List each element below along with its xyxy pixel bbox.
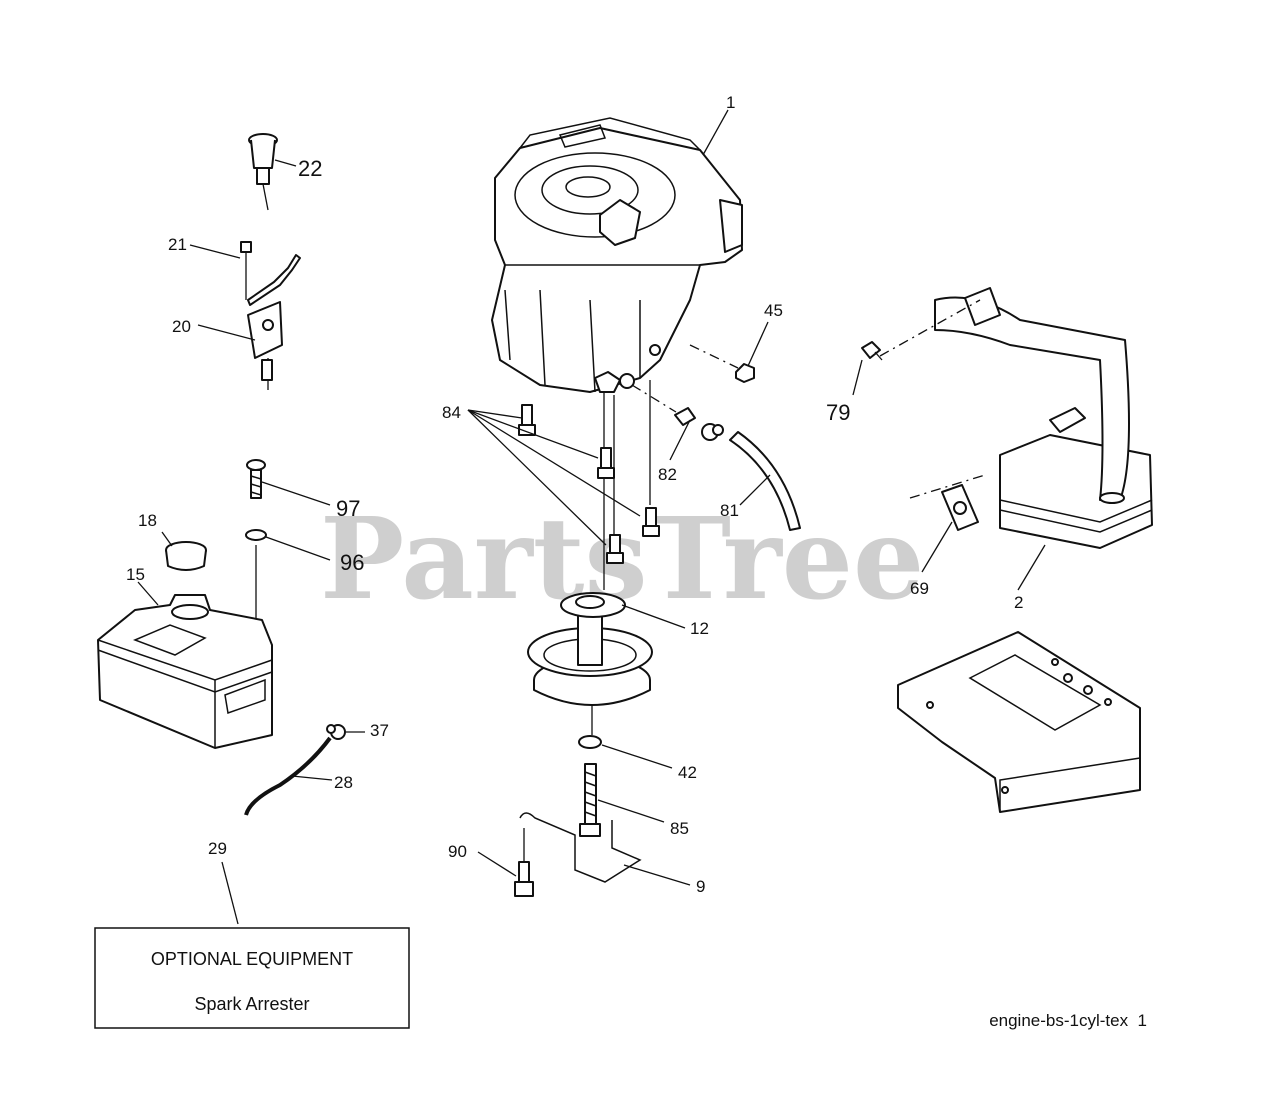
callout-81: 81 [720, 501, 739, 520]
callout-90: 90 [448, 842, 467, 861]
callout-2: 2 [1014, 593, 1023, 612]
callout-69: 69 [910, 579, 929, 598]
callout-15: 15 [126, 565, 145, 584]
callout-22: 22 [298, 156, 322, 181]
engine-part[interactable] [491, 117, 743, 393]
optional-equipment-box: OPTIONAL EQUIPMENT Spark Arrester [94, 927, 410, 1029]
bolt-79-part[interactable] [861, 341, 883, 361]
bolt-85-part[interactable] [579, 763, 601, 837]
bracket-9-part[interactable] [519, 812, 642, 883]
mount-plate-part[interactable] [897, 631, 1141, 813]
clamp-37-part[interactable] [326, 724, 346, 740]
nut-45-part[interactable] [735, 363, 755, 383]
fuel-tank-15-part[interactable] [97, 594, 273, 749]
callout-85: 85 [670, 819, 689, 838]
diagram-code: engine-bs-1cyl-tex 1 [989, 1011, 1147, 1030]
callout-28: 28 [334, 773, 353, 792]
callout-96: 96 [340, 550, 364, 575]
callout-12: 12 [690, 619, 709, 638]
callout-29: 29 [208, 839, 227, 858]
bolt-90-part[interactable] [514, 828, 534, 897]
muffler-part[interactable] [934, 287, 1153, 549]
callout-21: 21 [168, 235, 187, 254]
callout-79: 79 [826, 400, 850, 425]
washer-96-part[interactable] [245, 529, 267, 541]
callout-45: 45 [764, 301, 783, 320]
callout-9: 9 [696, 877, 705, 896]
washer-42-part[interactable] [578, 735, 602, 749]
callout-18: 18 [138, 511, 157, 530]
callout-37: 37 [370, 721, 389, 740]
leader-lines [137, 109, 1046, 925]
bolt-97-part[interactable] [246, 459, 266, 499]
optional-equipment-item: Spark Arrester [194, 994, 309, 1014]
callout-97: 97 [336, 496, 360, 521]
callout-20: 20 [172, 317, 191, 336]
pulley-part[interactable] [527, 592, 653, 706]
optional-equipment-title: OPTIONAL EQUIPMENT [151, 949, 353, 969]
fuel-line-28-part[interactable] [244, 736, 332, 816]
callout-84: 84 [442, 403, 461, 422]
gasket-69-part[interactable] [941, 484, 979, 531]
callout-42: 42 [678, 763, 697, 782]
fuel-cap-18-part[interactable] [165, 541, 207, 571]
throttle-bracket-20-part[interactable] [240, 241, 301, 390]
callout-82: 82 [658, 465, 677, 484]
knob-22-part[interactable] [248, 133, 278, 211]
fuel-line-81-part[interactable] [729, 431, 801, 531]
callout-1: 1 [726, 93, 735, 112]
